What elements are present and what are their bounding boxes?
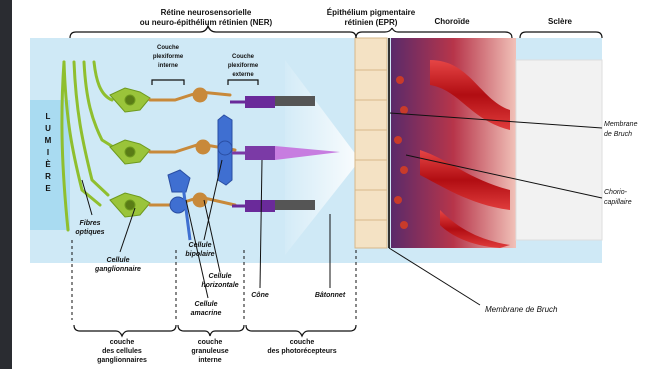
- bruch-label-line2: de Bruch: [604, 131, 632, 138]
- bipolar-cell: [218, 141, 232, 155]
- lumiere-letter: M: [45, 136, 52, 145]
- chorio-label-line2: capillaire: [604, 199, 632, 206]
- lumiere-letter: L: [46, 112, 51, 121]
- horizontale-label-line1: Cellule: [209, 273, 232, 280]
- amacrine-label-line2: amacrine: [191, 310, 222, 317]
- lumiere-letter: E: [45, 184, 51, 193]
- plexiform-externe-line1: Couche: [232, 54, 255, 60]
- fibres-label-line1: Fibres: [79, 220, 100, 227]
- lumiere-letter: U: [45, 124, 51, 133]
- plexiform-externe-line3: externe: [232, 72, 254, 78]
- plexiform-interne-line3: interne: [158, 63, 179, 69]
- batonnet-label: Bâtonnet: [315, 292, 346, 299]
- layer-granuleuse-line1: couche: [198, 339, 223, 346]
- ner-title-line1: Rétine neurosensorielle: [161, 8, 252, 17]
- layer-granuleuse-line3: interne: [198, 357, 221, 364]
- chorio-label-line1: Chorio-: [604, 189, 628, 196]
- sclere-title: Sclère: [548, 17, 573, 26]
- cone-label: Cône: [251, 292, 269, 299]
- bruch-label-bottom: Membrane de Bruch: [485, 305, 558, 314]
- layer-photo-line2: des photorécepteurs: [267, 348, 336, 355]
- ner-title-line2: ou neuro-épithélium rétinien (NER): [140, 18, 273, 27]
- plexiform-interne-line1: Couche: [157, 45, 180, 51]
- layer-granuleuse-line2: granuleuse: [191, 348, 228, 355]
- sclera: [516, 60, 602, 240]
- plexiform-interne-line2: plexiforme: [153, 54, 184, 60]
- top-braces: [70, 26, 602, 38]
- rod-outer-segment: [275, 96, 315, 106]
- amacrine-label-line1: Cellule: [195, 301, 218, 308]
- choroide-title: Choroïde: [434, 17, 470, 26]
- epr-title-line1: Épithélium pigmentaire: [327, 8, 416, 17]
- ganglion-label-line1: Cellule: [107, 257, 130, 264]
- horizontale-label-line2: horizontale: [201, 282, 238, 289]
- lumiere-letter: R: [45, 172, 51, 181]
- fibres-label-line2: optiques: [75, 229, 104, 236]
- layer-ganglion-line2: des cellules: [102, 348, 142, 355]
- rod-outer-segment: [275, 200, 315, 210]
- ganglion-label-line2: ganglionnaire: [94, 266, 141, 273]
- lumiere-letter: I: [47, 148, 49, 157]
- layer-ganglion-line1: couche: [110, 339, 135, 346]
- bottom-braces: [74, 325, 356, 336]
- bipolaire-label-line1: Cellule: [189, 242, 212, 249]
- lumiere-letter: È: [45, 160, 51, 169]
- bruch-label-line1: Membrane: [604, 121, 638, 128]
- bipolaire-label-line2: bipolaire: [185, 251, 214, 258]
- epr-title-line2: rétinien (EPR): [345, 18, 398, 27]
- layer-ganglion-line3: ganglionnaires: [97, 357, 147, 364]
- layer-photo-line1: couche: [290, 339, 315, 346]
- plexiform-externe-line2: plexiforme: [228, 63, 259, 69]
